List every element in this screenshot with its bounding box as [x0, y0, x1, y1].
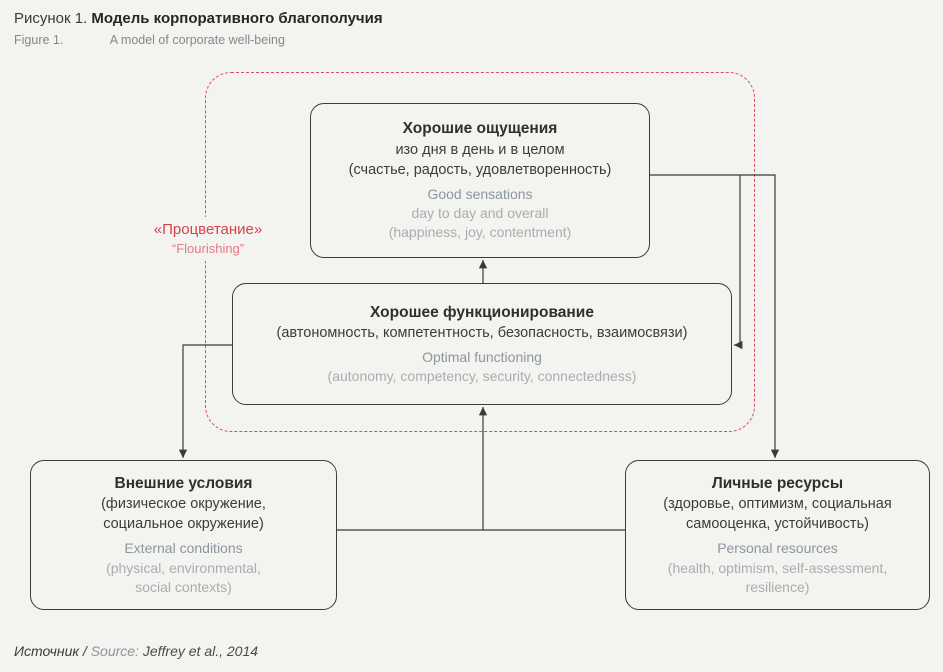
source-citation: Jeffrey et al., 2014: [142, 643, 259, 659]
sensations-en-line: day to day and overall: [411, 205, 549, 222]
figure-title-ru: Модель корпоративного благополучия: [91, 10, 383, 27]
flourishing-label-ru: «Процветание»: [153, 221, 263, 238]
functioning-title-ru: Хорошее функционирование: [370, 303, 594, 321]
external-en-line: (physical, environmental,: [106, 559, 261, 576]
personal-ru-line: (здоровье, оптимизм, социальная: [663, 496, 892, 513]
external-ru-line: социальное окружение): [103, 516, 264, 533]
external-en-line: social contexts): [135, 578, 232, 595]
functioning-ru-line: (автономность, компетентность, безопасно…: [276, 324, 688, 341]
figure-caption-en: Figure 1. A model of corporate well-bein…: [14, 33, 285, 47]
source-label-en: Source:: [90, 643, 139, 659]
external-title-ru: Внешние условия: [114, 474, 253, 492]
figure-label-en: Figure 1.: [14, 33, 64, 47]
box-good-sensations: Хорошие ощущения изо дня в день и в цело…: [310, 103, 650, 258]
source-line: Источник / Source: Jeffrey et al., 2014: [14, 643, 258, 659]
figure-title-en: A model of corporate well-being: [109, 33, 285, 47]
functioning-en-line: (autonomy, competency, security, connect…: [327, 368, 637, 385]
flourishing-label: «Процветание» “Flourishing”: [130, 217, 286, 261]
box-optimal-functioning: Хорошее функционирование (автономность, …: [232, 283, 732, 405]
source-label-ru: Источник /: [14, 643, 87, 659]
figure-caption-ru: Рисунок 1. Модель корпоративного благопо…: [14, 10, 383, 27]
sensations-ru-line: изо дня в день и в целом: [395, 141, 565, 158]
personal-ru-line: самооценка, устойчивость): [686, 516, 869, 533]
personal-en-line: resilience): [745, 578, 810, 595]
figure-label-ru: Рисунок 1.: [14, 10, 88, 27]
sensations-ru-line: (счастье, радость, удовлетворенность): [348, 161, 612, 178]
external-title-en: External conditions: [124, 540, 243, 557]
external-ru-line: (физическое окружение,: [101, 496, 266, 513]
personal-title-en: Personal resources: [717, 540, 838, 557]
sensations-en-line: (happiness, joy, contentment): [388, 224, 572, 241]
box-personal-resources: Личные ресурсы (здоровье, оптимизм, соци…: [625, 460, 930, 610]
personal-title-ru: Личные ресурсы: [711, 474, 844, 492]
functioning-title-en: Optimal functioning: [422, 348, 542, 365]
sensations-title-ru: Хорошие ощущения: [402, 120, 558, 138]
personal-en-line: (health, optimism, self-assessment,: [667, 559, 888, 576]
sensations-title-en: Good sensations: [427, 185, 533, 202]
box-external-conditions: Внешние условия (физическое окружение, с…: [30, 460, 337, 610]
flourishing-label-en: “Flourishing”: [171, 241, 245, 257]
